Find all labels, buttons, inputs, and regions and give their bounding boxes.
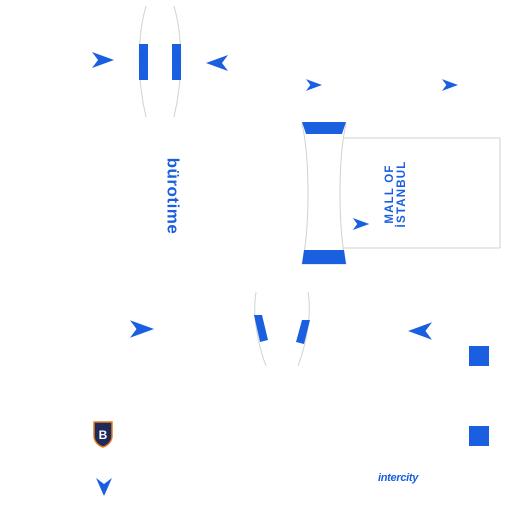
sleeve-stripe-right xyxy=(172,44,181,80)
color-swatch-top xyxy=(469,346,489,366)
back-panel-outline xyxy=(340,137,501,249)
sleeve-cuff-bottom xyxy=(254,291,310,367)
macron-logo-icon xyxy=(130,320,154,338)
sock-band-bottom xyxy=(302,250,346,264)
macron-logo-icon xyxy=(408,322,432,340)
sleeve-stripe-left xyxy=(139,44,148,80)
back-sponsor-text: MALL OF İSTANBUL xyxy=(384,161,408,228)
sleeve-stripe-right xyxy=(296,320,310,344)
back-sponsor-line2: İSTANBUL xyxy=(396,160,408,228)
sleeve-stripe-left xyxy=(254,315,268,342)
macron-logo-icon xyxy=(352,218,370,230)
macron-logo-icon xyxy=(92,52,114,68)
club-crest-icon: B xyxy=(93,421,113,448)
macron-logo-icon xyxy=(96,478,112,496)
sock-band-top xyxy=(302,122,346,134)
macron-logo-icon xyxy=(206,55,228,71)
crest-letter: B xyxy=(99,428,108,442)
small-sponsor-text: intercity xyxy=(378,472,419,484)
color-swatch-bottom xyxy=(469,426,489,446)
back-sponsor-line1: MALL OF xyxy=(383,164,396,224)
front-sponsor-text: bürotime xyxy=(163,157,183,235)
sock-piece xyxy=(301,122,347,265)
macron-logo-icon xyxy=(442,79,458,91)
macron-logo-icon xyxy=(306,79,322,91)
sleeve-cuff-top xyxy=(138,5,182,118)
